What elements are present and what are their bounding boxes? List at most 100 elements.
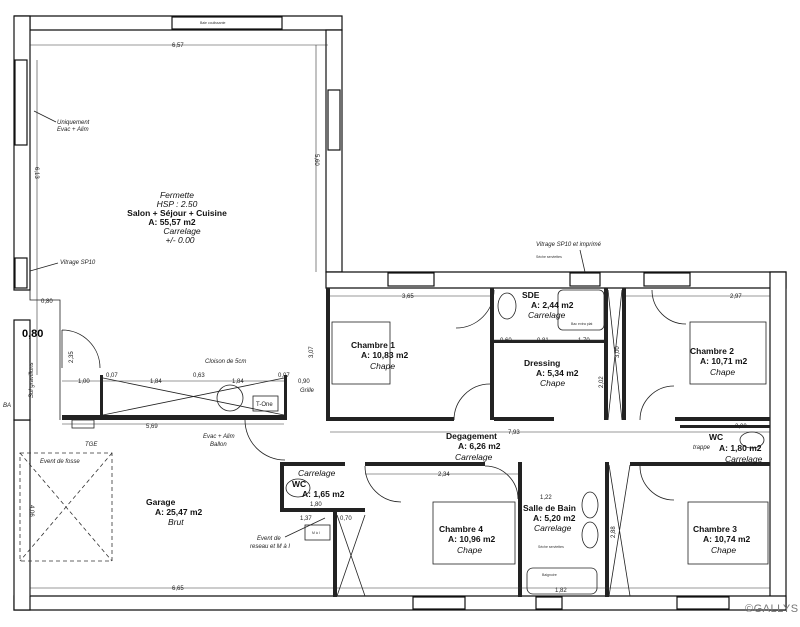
shower-tray [557,289,605,331]
wc-right-top [680,425,770,428]
chambre1-area: A: 10,83 m2 [361,350,409,360]
dressing-right [604,288,608,420]
dim-label: 2,34 [438,472,450,478]
dressing-floor: Chape [540,378,565,388]
closet-cross [608,464,631,597]
living-room-floor: Carrelage [163,226,201,236]
chambre3-name: Chambre 3 [693,524,737,534]
leader [29,262,59,272]
wc-left-floor: Carrelage [298,468,336,478]
leader [579,249,586,273]
wc-left [280,462,284,512]
living-room-name: Salon + Séjour + Cuisine [127,208,227,218]
bathtub [526,567,598,595]
closet-wall [622,288,626,420]
doors [61,289,687,503]
annotation-baignoire: Baignoire [542,573,557,577]
wc-right-name: WC [709,432,723,442]
entry-wall [13,319,31,421]
dim-label: 0,90 [298,379,310,385]
degagement-floor: Carrelage [455,452,493,462]
window-ch2 [643,272,691,287]
ch2-window-door [651,289,687,325]
ch1-right-wall [490,288,494,420]
dim-label: 1,84 [150,379,162,385]
annotation-sol: Sol gravillons [29,362,35,398]
annotation-ballon-2: Ballon [210,442,227,448]
annotation-mai: M à I [312,531,320,535]
annotation-evac-only: Uniquement [57,120,90,126]
garage-right-wall [333,512,337,597]
window-right [327,89,341,151]
chambre4-floor: Chape [457,545,482,555]
annotation-ba: BA [3,403,11,409]
septic-tank [19,452,113,562]
leader [33,110,57,123]
bed-ch3 [687,501,769,565]
chambre3-floor: Chape [711,545,736,555]
water-heater [216,384,244,412]
ch3-door [639,465,675,501]
bed-ch4 [432,501,516,565]
furniture [19,289,769,595]
salle-de-bain-name: Salle de Bain [523,503,576,513]
annotations: Uniquement Evac + Alim Vitrage SP10 Vitr… [3,110,602,577]
dim-label: 5,69 [146,424,158,430]
annotation-grille: Grille [300,388,315,394]
mai-box [304,524,331,541]
trappe-label: trappe [693,445,711,451]
ch2-bottom [675,417,770,421]
dim-label: 0,60 [500,338,512,344]
sde-area: A: 2,44 m2 [531,300,574,310]
annotation-event-reseau-2: reseau et M à I [250,544,290,550]
tone-box [252,395,279,412]
sdb-door [484,465,519,500]
dim-label: 0,63 [193,373,205,379]
ch1-door [453,383,491,421]
chambre2-name: Chambre 2 [690,346,734,356]
annotation-seche-sdb: Sèche serviettes [538,545,564,549]
garage-floor: Brut [168,517,184,527]
septic-cross [19,452,113,562]
dim-label: 2,35 [69,351,75,363]
garage-door [244,419,286,461]
wall [284,375,287,420]
closet-cross [336,514,366,597]
dim-label: 1,82 [555,588,567,594]
dim-label: 7,93 [508,430,520,436]
garage-top-wall [62,415,284,420]
entry-door [61,329,101,369]
garage-name: Garage [146,497,176,507]
bed-ch2 [689,321,767,385]
salle-de-bain-area: A: 5,20 m2 [533,513,576,523]
living-room-level: +/- 0.00 [165,235,194,245]
annotation-vitrage-left: Vitrage SP10 [60,260,96,266]
annotation-tone: T-One [256,402,273,408]
sde-bottom [494,340,604,343]
chambre3-area: A: 10,74 m2 [703,534,751,544]
dim-label: 3,07 [309,346,315,358]
wall-right-living [325,29,343,273]
dimension-labels: 6,57 6,13 5,60 5,69 7,93 3,65 2,97 6,65 … [22,43,747,594]
gallys-logo: ©GALLYS [745,603,799,615]
dim-label: 4,06 [28,505,34,517]
sdb-left [518,462,522,597]
dim-label: 3,00 [615,346,621,358]
window-ch4 [412,596,466,610]
dim-label: 6,13 [33,167,39,179]
sink-1 [581,491,599,519]
chambre4-name: Chambre 4 [439,524,483,534]
wc-left-area: A: 1,65 m2 [302,489,345,499]
dim-label: 3,65 [402,294,414,300]
window-top [171,16,283,30]
annotation-event-reseau-1: Event de [257,536,281,542]
chambre4-area: A: 10,96 m2 [448,534,496,544]
chambre2-area: A: 10,71 m2 [700,356,748,366]
ch1-window-door [455,289,495,329]
annotation-tge: TGE [85,442,98,448]
chambre2-floor: Chape [710,367,735,377]
ch4-door [364,465,402,503]
annotation-bac: Bac extra plat [571,322,592,326]
entry-porch [29,290,61,420]
dressing-area: A: 5,34 m2 [536,368,579,378]
